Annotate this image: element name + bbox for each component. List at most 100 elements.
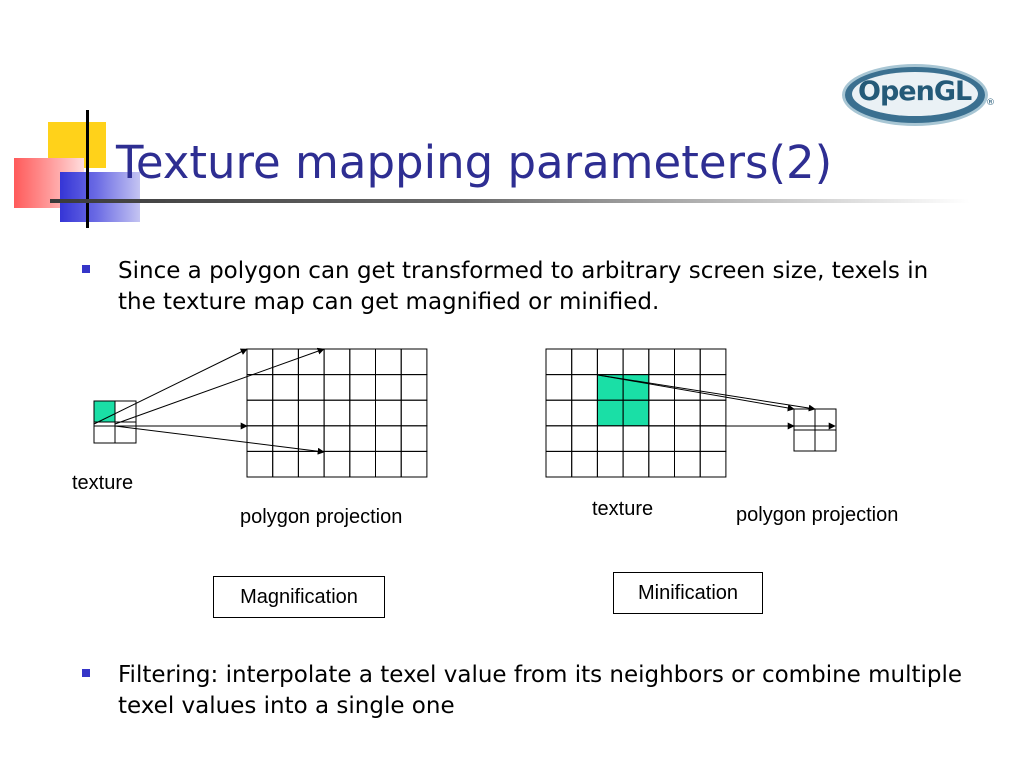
grid-cell — [297, 425, 325, 452]
grid-cell — [674, 348, 701, 376]
magnification-texture-grid — [93, 400, 137, 444]
mapping-arrow — [597, 374, 795, 412]
grid-cell — [349, 374, 376, 401]
highlighted-texel — [623, 400, 649, 426]
grid-cell — [622, 450, 650, 478]
grid-cell — [622, 348, 650, 376]
grid-cell — [699, 450, 727, 478]
grid-cell — [596, 425, 624, 452]
grid-cell — [793, 408, 816, 431]
grid-cell — [349, 425, 376, 452]
grid-cell — [674, 399, 701, 427]
grid-cell — [323, 374, 351, 401]
magnification-polygon-grid — [246, 348, 428, 478]
grid-cell — [648, 399, 675, 427]
grid-cell — [323, 348, 351, 376]
grid-cell — [648, 425, 675, 452]
grid-cell — [297, 399, 325, 427]
grid-cell — [400, 348, 428, 376]
grid-cell — [699, 399, 727, 427]
decor-vertical-line — [86, 110, 89, 228]
grid-cell — [571, 399, 598, 427]
grid-cell — [596, 450, 624, 478]
grid-cell — [93, 421, 116, 444]
logo-inner — [852, 72, 978, 116]
highlighted-texel — [597, 400, 624, 426]
highlighted-texel — [623, 374, 649, 401]
title-underline — [50, 199, 970, 203]
grid-cell — [272, 450, 299, 478]
grid-cell — [814, 429, 837, 452]
grid-cell — [114, 421, 137, 444]
grid-cell — [246, 450, 274, 478]
grid-cell — [571, 450, 598, 478]
bullet-text: Since a polygon can get transformed to a… — [118, 258, 929, 315]
grid-cell — [596, 348, 624, 376]
grid-cell — [375, 450, 402, 478]
minification-polygon-grid — [793, 408, 837, 452]
grid-cell — [272, 374, 299, 401]
minification-polygon-label: polygon projection — [736, 504, 899, 526]
grid-cell — [349, 399, 376, 427]
grid-cell — [674, 450, 701, 478]
grid-cell — [545, 399, 573, 427]
grid-cell — [545, 450, 573, 478]
grid-cell — [323, 450, 351, 478]
grid-cell — [400, 425, 428, 452]
grid-cell — [323, 399, 351, 427]
grid-cell — [375, 348, 402, 376]
magnification-texture-label: texture — [72, 472, 134, 494]
grid-cell — [699, 425, 727, 452]
grid-cell — [545, 348, 573, 376]
minification-texture-label: texture — [592, 498, 654, 520]
grid-cell — [272, 399, 299, 427]
grid-cell — [793, 429, 816, 452]
grid-cell — [114, 400, 137, 423]
grid-cell — [246, 399, 274, 427]
grid-cell — [622, 425, 650, 452]
mapping-arrow — [114, 347, 325, 425]
grid-cell — [375, 425, 402, 452]
bullet-square-icon — [82, 265, 90, 273]
grid-cell — [814, 408, 837, 431]
bullet-text: Filtering: interpolate a texel value fro… — [118, 662, 963, 719]
grid-cell — [571, 374, 598, 401]
grid-cell — [349, 450, 376, 478]
mapping-arrow — [93, 348, 248, 425]
grid-cell — [297, 450, 325, 478]
minification-texture-grid — [545, 348, 727, 478]
grid-cell — [323, 425, 351, 452]
logo-registered-mark: ® — [986, 98, 995, 108]
slide-title: Texture mapping parameters(2) — [116, 136, 833, 189]
grid-cell — [246, 374, 274, 401]
minification-box: Minification — [613, 572, 763, 614]
grid-cell — [545, 425, 573, 452]
grid-cell — [571, 425, 598, 452]
grid-cell — [375, 399, 402, 427]
grid-cell — [400, 450, 428, 478]
mapping-arrow — [597, 374, 816, 412]
bullet-square-icon — [82, 669, 90, 677]
grid-cell — [699, 348, 727, 376]
grid-cell — [375, 374, 402, 401]
grid-cell — [246, 425, 274, 452]
grid-cell — [272, 348, 299, 376]
grid-cell — [648, 450, 675, 478]
grid-cell — [400, 374, 428, 401]
grid-cell — [246, 348, 274, 376]
decor-blue-square — [60, 172, 140, 222]
grid-cell — [648, 348, 675, 376]
logo-text: OpenGL — [858, 76, 972, 107]
grid-cell — [571, 348, 598, 376]
grid-cell — [349, 348, 376, 376]
grid-cell — [297, 348, 325, 376]
grid-cell — [297, 374, 325, 401]
mapping-arrow — [114, 425, 325, 455]
opengl-logo: OpenGL ® — [838, 62, 998, 126]
grid-cell — [400, 399, 428, 427]
magnification-box: Magnification — [213, 576, 385, 618]
grid-cell — [674, 425, 701, 452]
grid-cell — [545, 374, 573, 401]
